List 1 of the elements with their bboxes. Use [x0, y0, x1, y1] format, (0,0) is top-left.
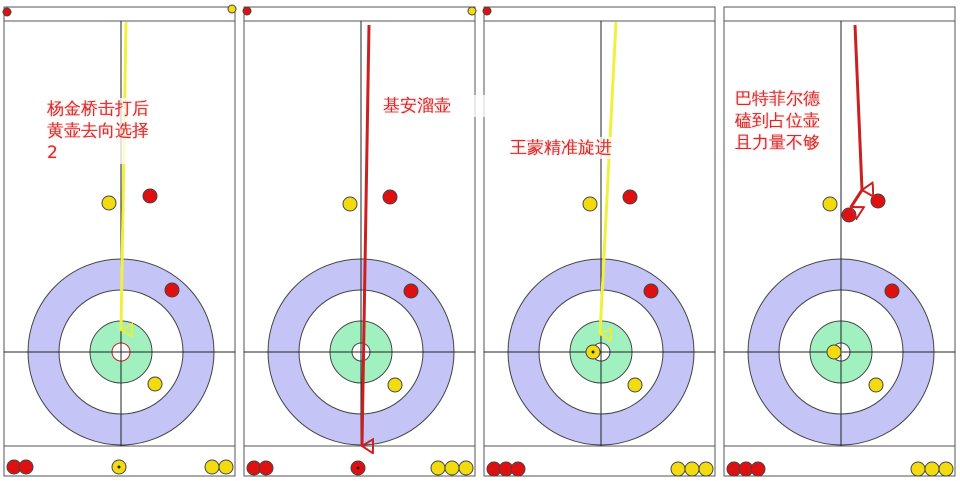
annotation-text: 杨金桥击打后黄壶去向选择2: [47, 98, 151, 164]
